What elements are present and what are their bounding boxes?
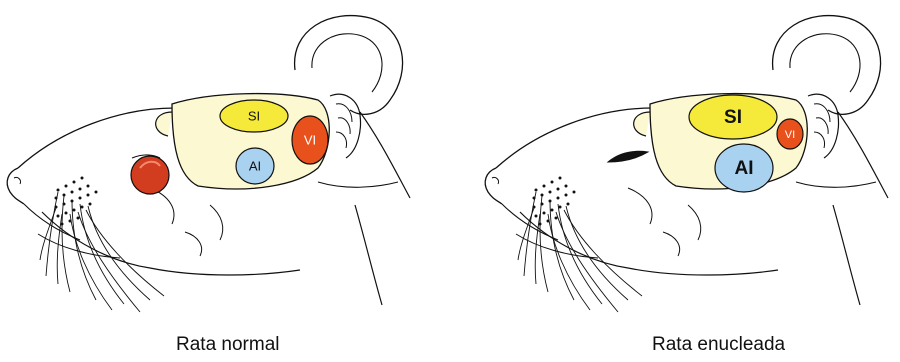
closed-eye <box>608 151 648 162</box>
olfactory-bulb <box>634 112 650 136</box>
panel-enucleated: SI AI VI <box>485 16 888 312</box>
olfactory-bulb <box>156 112 172 136</box>
region-vi-label: VI <box>785 129 795 141</box>
region-si-label: SI <box>724 107 742 128</box>
caption-enucleated: Rata enucleada <box>652 334 785 356</box>
region-vi-label: VI <box>304 132 316 147</box>
panel-normal: SI AI VI <box>7 16 410 312</box>
region-ai-label: AI <box>249 158 261 173</box>
region-ai-label: AI <box>735 158 754 179</box>
region-si-label: SI <box>248 108 260 123</box>
caption-normal: Rata normal <box>176 334 280 356</box>
